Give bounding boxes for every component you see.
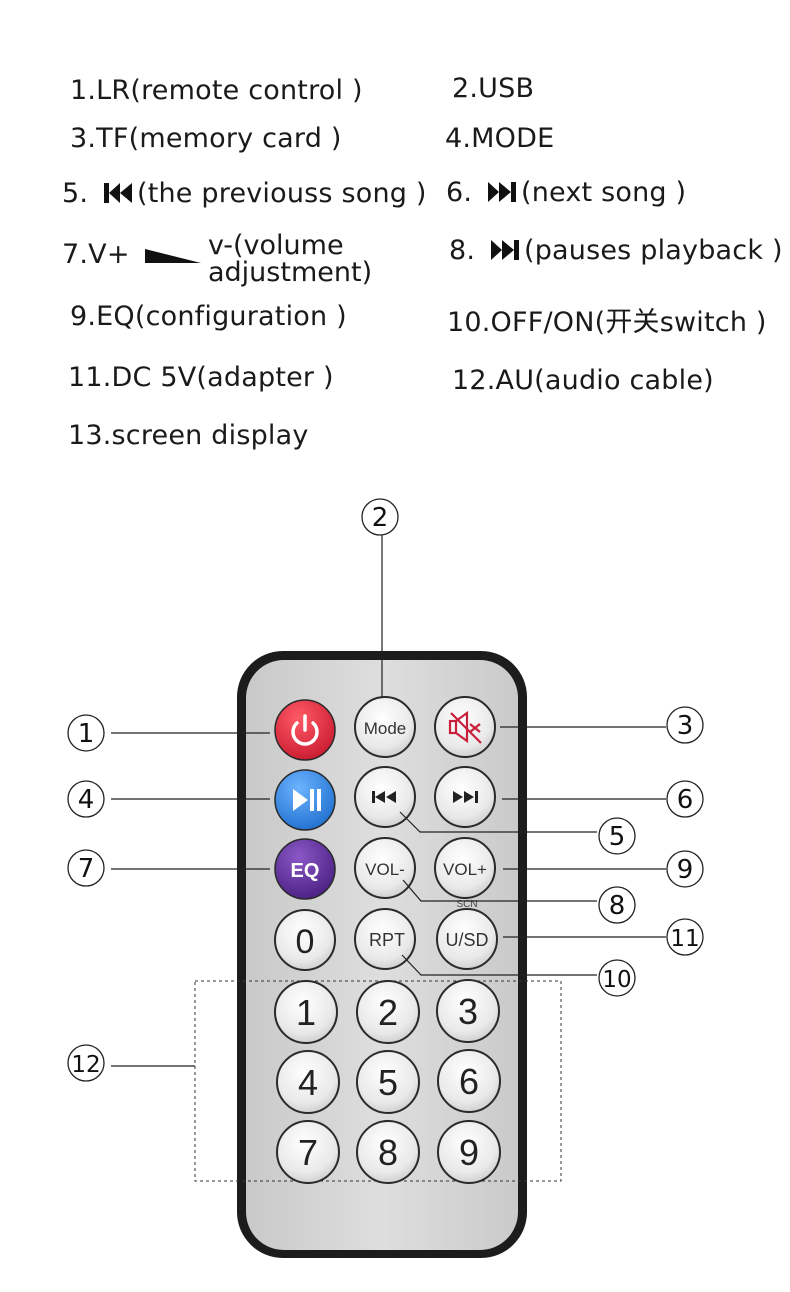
callout-number: 7: [78, 854, 95, 884]
callout-4: 4: [67, 780, 105, 818]
callout-12: 12: [67, 1044, 105, 1082]
legend-item-2: 2.USB: [452, 73, 535, 104]
callout-number: 9: [677, 855, 694, 885]
legend-item-5-number: 5.: [62, 178, 89, 209]
legend-item-6-text: (next song ): [520, 177, 687, 208]
digit-label: 7: [298, 1132, 318, 1173]
vol-plus-button[interactable]: VOL+: [434, 837, 496, 899]
eq-button[interactable]: EQ: [274, 838, 336, 900]
callout-number: 2: [372, 503, 389, 533]
callout-10: 10: [598, 959, 636, 997]
digit-button-4[interactable]: 4: [276, 1050, 340, 1114]
digit-button-5[interactable]: 5: [356, 1050, 420, 1114]
play-pause-button[interactable]: [274, 769, 336, 831]
play-pause-icon: [293, 789, 321, 811]
legend-item-11: 11.DC 5V(adapter ): [68, 362, 334, 393]
power-icon: [291, 714, 319, 746]
callout-number: 5: [609, 822, 626, 852]
mode-button[interactable]: Mode: [354, 696, 416, 758]
rpt-label: RPT: [369, 930, 405, 950]
callout-9: 9: [666, 850, 704, 888]
legend-item-8-text: (pauses playback ): [523, 235, 783, 266]
callout-7: 7: [67, 849, 105, 887]
digit-button-8[interactable]: 8: [356, 1120, 420, 1184]
vol-minus-label: VOL-: [365, 860, 405, 879]
digit-label: 5: [378, 1062, 398, 1103]
digit-button-1[interactable]: 1: [274, 980, 338, 1044]
play-pause-glyph-icon: [490, 239, 519, 260]
callout-number: 1: [78, 719, 95, 749]
previous-icon: [372, 791, 396, 803]
zero-button[interactable]: 0: [274, 909, 336, 971]
digit-label: 6: [459, 1061, 479, 1102]
usd-button[interactable]: U/SD: [436, 908, 498, 970]
legend-item-7-text-b: adjustment): [208, 257, 373, 288]
next-icon: [453, 791, 478, 803]
digit-button-6[interactable]: 6: [437, 1049, 501, 1113]
callout-number: 12: [71, 1052, 100, 1078]
callout-number: 11: [670, 926, 699, 952]
remote-diagram: Mode: [67, 498, 704, 1258]
legend-item-10: 10.OFF/ON(开关switch ): [447, 307, 767, 338]
legend-item-5: 5. (the previouss song ): [62, 179, 427, 209]
digit-button-9[interactable]: 9: [437, 1120, 501, 1184]
digit-keypad: 1 2 3 4 5 6 7 8 9: [274, 979, 501, 1184]
legend-item-8: 8. (pauses playback ): [449, 236, 783, 266]
vol-plus-label: VOL+: [443, 860, 487, 879]
keypad-region-outline: [194, 980, 562, 1182]
volume-wedge-icon: [145, 248, 202, 263]
remote-figure: Mode: [0, 470, 790, 1292]
rpt-button[interactable]: RPT: [354, 908, 416, 970]
digit-label: 9: [459, 1132, 479, 1173]
next-button[interactable]: [434, 766, 496, 828]
mode-label: Mode: [364, 719, 407, 738]
digit-label: 4: [298, 1062, 318, 1103]
mute-button[interactable]: [434, 696, 496, 758]
legend-item-8-number: 8.: [449, 235, 476, 266]
usd-label: U/SD: [445, 930, 488, 950]
callout-2: 2: [361, 498, 399, 536]
callout-number: 3: [677, 711, 694, 741]
callout-8: 8: [598, 886, 636, 924]
power-button[interactable]: [274, 699, 336, 761]
legend-item-3: 3.TF(memory card ): [70, 123, 342, 154]
legend-item-13: 13.screen display: [68, 420, 309, 451]
scn-label: SCN: [456, 899, 477, 910]
legend-item-9: 9.EQ(configuration ): [70, 301, 347, 332]
callout-1: 1: [67, 714, 105, 752]
legend-item-5-text: (the previouss song ): [136, 178, 427, 209]
callout-number: 6: [677, 785, 694, 815]
next-icon: [487, 181, 516, 202]
legend-item-6: 6. (next song ): [446, 178, 686, 208]
digit-button-2[interactable]: 2: [356, 980, 420, 1044]
callout-number: 8: [609, 891, 626, 921]
leader-lines: [111, 534, 666, 1067]
callout-11: 11: [666, 918, 704, 956]
callout-number: 4: [78, 785, 95, 815]
zero-label: 0: [296, 923, 315, 961]
digit-label: 1: [296, 992, 316, 1033]
legend-item-1: 1.LR(remote control ): [70, 75, 363, 106]
eq-label: EQ: [291, 860, 320, 882]
previous-icon: [103, 182, 132, 203]
callout-6: 6: [666, 780, 704, 818]
legend: 1.LR(remote control ) 2.USB 3.TF(memory …: [0, 0, 790, 470]
legend-item-7-text-a: v-(volume: [208, 230, 344, 261]
vol-minus-button[interactable]: VOL-: [354, 837, 416, 899]
mute-icon: [448, 710, 482, 744]
digit-label: 3: [458, 991, 478, 1032]
digit-label: 8: [378, 1132, 398, 1173]
legend-item-6-number: 6.: [446, 177, 473, 208]
callout-3: 3: [666, 706, 704, 744]
callout-5: 5: [598, 817, 636, 855]
legend-item-12: 12.AU(audio cable): [452, 365, 714, 396]
callout-number: 10: [602, 967, 631, 993]
legend-item-7: 7.V+: [62, 240, 202, 270]
digit-label: 2: [378, 992, 398, 1033]
digit-button-7[interactable]: 7: [276, 1120, 340, 1184]
legend-item-4: 4.MODE: [445, 123, 555, 154]
legend-item-7-number: 7.V+: [62, 239, 130, 270]
digit-button-3[interactable]: 3: [436, 979, 500, 1043]
